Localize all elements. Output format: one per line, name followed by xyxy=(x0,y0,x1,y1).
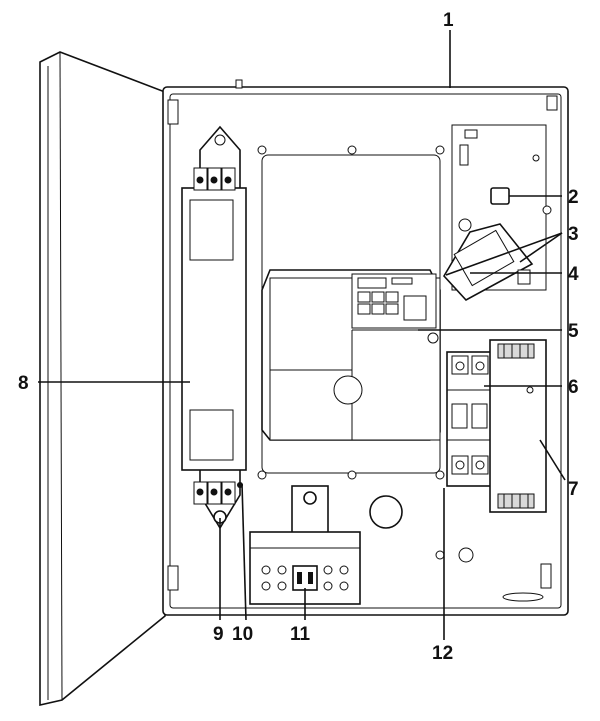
callout-10: 10 xyxy=(232,624,253,645)
callout-9: 9 xyxy=(213,624,224,645)
leader-lines xyxy=(38,30,566,640)
enclosure-door xyxy=(39,51,166,707)
power-supply-7 xyxy=(489,339,547,513)
chip-2 xyxy=(490,187,510,205)
fixing-hole xyxy=(435,550,445,560)
breakers-6 xyxy=(446,351,492,487)
leader-7 xyxy=(539,439,566,481)
callout-3: 3 xyxy=(568,224,579,245)
leader-3b xyxy=(519,232,563,263)
callout-6: 6 xyxy=(568,377,579,398)
leader-3a xyxy=(445,232,563,276)
callout-8: 8 xyxy=(18,373,29,394)
callout-4: 4 xyxy=(568,264,579,285)
ground-symbol xyxy=(458,547,474,563)
callout-1: 1 xyxy=(443,10,454,31)
leader-10 xyxy=(241,483,247,621)
callout-11: 11 xyxy=(290,624,311,645)
converter-5 xyxy=(261,269,441,441)
callout-labels: 1 2 3 4 5 6 7 8 9 10 11 12 xyxy=(18,10,579,664)
callout-12: 12 xyxy=(432,643,453,664)
control-board xyxy=(443,124,552,302)
long-component-8 xyxy=(181,125,247,530)
cable-gland-hole xyxy=(369,495,403,529)
callout-2: 2 xyxy=(568,187,579,208)
callout-5: 5 xyxy=(568,321,579,342)
callout-7: 7 xyxy=(568,479,579,500)
